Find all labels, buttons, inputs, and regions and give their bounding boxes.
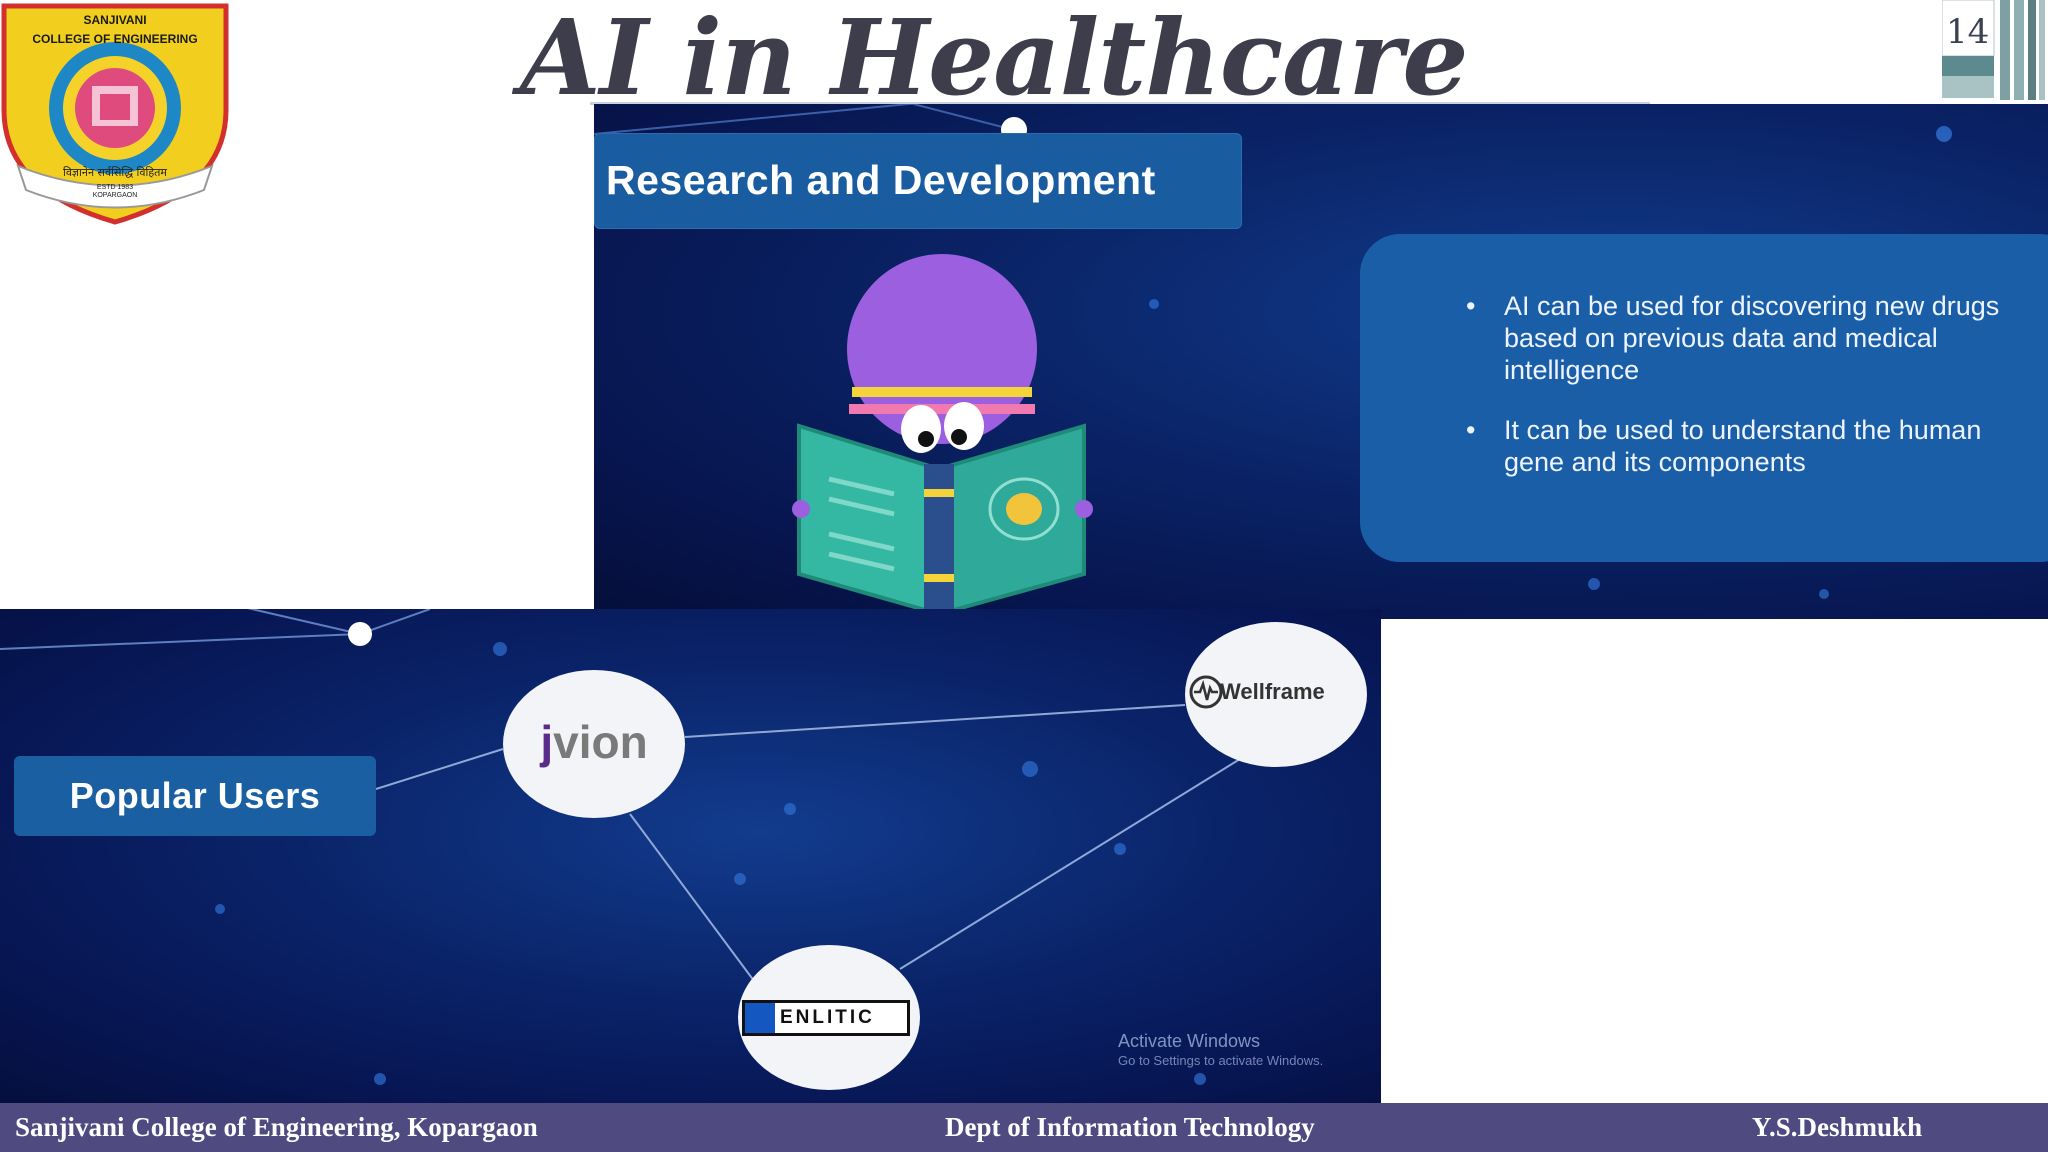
research-bullet: AI can be used for discovering new drugs… <box>1466 290 2026 386</box>
research-bullet: It can be used to understand the human g… <box>1466 414 2026 478</box>
wellframe-logo: Wellframe <box>1220 679 1325 704</box>
reading-character-illustration <box>792 254 1093 617</box>
slide-title: AI in Healthcare <box>520 0 1469 119</box>
network-background <box>0 609 1241 1085</box>
logo-line2: COLLEGE OF ENGINEERING <box>32 32 197 46</box>
slide-number: 14 <box>1946 12 1990 52</box>
jvion-logo: jvion <box>503 712 685 772</box>
footer-author: Y.S.Deshmukh <box>1752 1112 1923 1142</box>
research-info-box <box>1360 234 2048 562</box>
title-divider <box>590 102 1650 105</box>
activate-windows-title: Activate Windows <box>1118 1031 1261 1051</box>
jvion-logo-rest: vion <box>553 716 648 768</box>
research-heading: Research and Development <box>606 157 1156 203</box>
footer-bar <box>0 1103 2048 1152</box>
wellframe-node <box>1185 622 1367 767</box>
footer-college: Sanjivani College of Engineering, Koparg… <box>15 1112 538 1142</box>
logo-motto: विज्ञानेन सर्वसिद्धि विहितम <box>63 166 167 179</box>
footer-department: Dept of Information Technology <box>945 1112 1315 1142</box>
enlitic-logo: ENLITIC <box>780 1007 875 1028</box>
logo-estd: ESTD 1983 <box>97 184 133 191</box>
popular-users-heading: Popular Users <box>69 775 321 816</box>
slide-number-decoration <box>1941 0 2045 100</box>
heartbeat-icon <box>1189 675 1223 709</box>
logo-line1: SANJIVANI <box>83 13 146 27</box>
research-bullet-list: AI can be used for discovering new drugs… <box>1466 290 2026 510</box>
research-heading-box <box>594 133 1242 229</box>
jvion-node <box>503 670 685 818</box>
college-logo: SANJIVANI COLLEGE OF ENGINEERING विज्ञान… <box>1 3 229 225</box>
popular-users-screenshot <box>0 609 1381 1103</box>
slide-number-block: 14 <box>1941 0 2048 102</box>
activate-windows-subtitle: Go to Settings to activate Windows. <box>1118 1053 1324 1068</box>
popular-users-heading-box <box>14 756 376 836</box>
logo-place: KOPARGAON <box>93 192 138 199</box>
jvion-logo-j: j <box>540 716 554 768</box>
enlitic-e-icon <box>745 1003 775 1033</box>
